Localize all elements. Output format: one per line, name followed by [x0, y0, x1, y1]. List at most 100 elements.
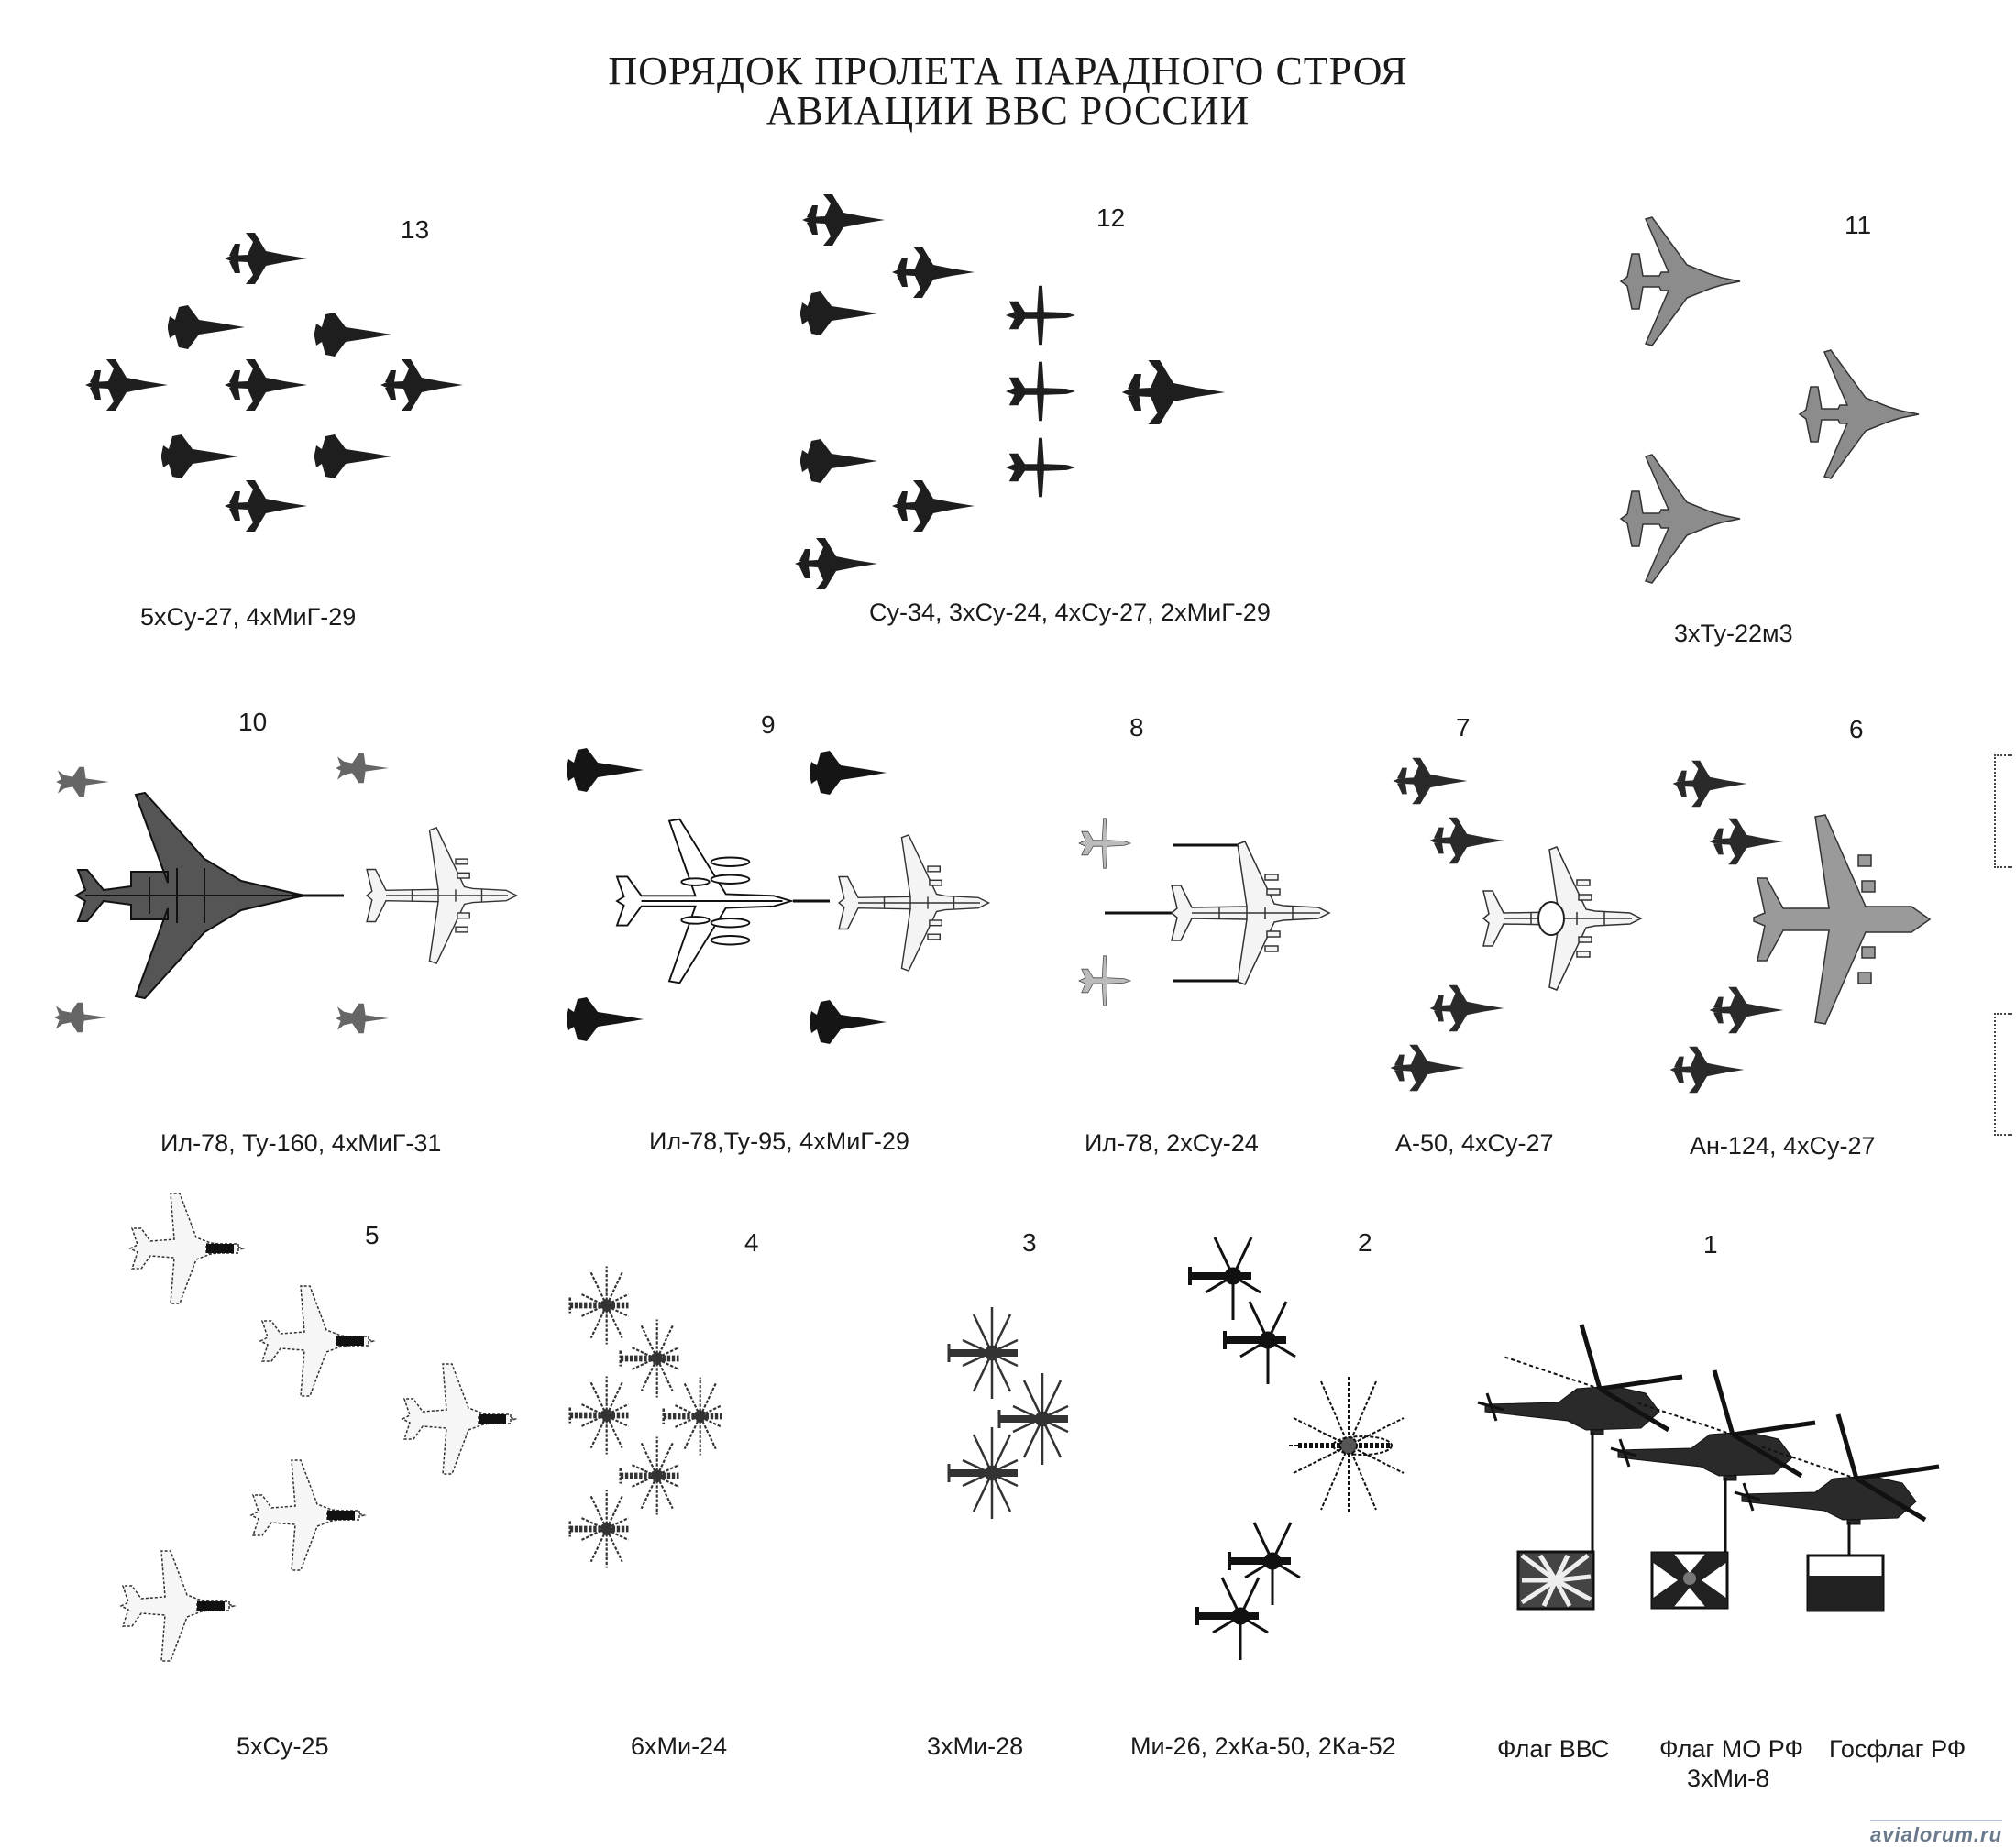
mig29-aircraft	[314, 313, 391, 357]
group-3-formation	[949, 1307, 1068, 1519]
tu160-aircraft	[75, 792, 306, 999]
group-1-caption-vvs-flag: Флаг ВВС	[1497, 1735, 1610, 1763]
mig31-aircraft	[336, 753, 389, 784]
su34-aircraft	[1121, 360, 1226, 424]
su27-aircraft	[1429, 817, 1504, 864]
page-title-line1: ПОРЯДОК ПРОЛЕТА ПАРАДНОГО СТРОЯ	[608, 49, 1408, 93]
su27-aircraft	[1669, 1046, 1745, 1094]
group-8-caption: Ил-78, 2хСу-24	[1085, 1129, 1259, 1157]
mo-flag	[1650, 1551, 1729, 1610]
mi24-helicopter	[570, 1377, 629, 1455]
il78-aircraft	[1171, 841, 1330, 985]
su27-aircraft	[85, 359, 168, 411]
group-9-caption: Ил-78,Ту-95, 4хМиГ-29	[649, 1127, 909, 1155]
mig31-aircraft	[54, 1002, 107, 1033]
su24-aircraft	[1006, 437, 1075, 498]
mi24-helicopter	[621, 1437, 679, 1515]
group-10-caption: Ил-78, Ту-160, 4хМиГ-31	[160, 1129, 442, 1157]
group-13-caption: 5хСу-27, 4хМиГ-29	[140, 603, 357, 631]
group-1-number: 1	[1703, 1230, 1718, 1259]
mi8-helicopter	[1478, 1325, 1682, 1435]
mig29-aircraft	[314, 434, 391, 478]
group-6-formation	[1669, 760, 1931, 1094]
group-7-formation	[1390, 757, 1642, 1092]
margin-bracket-top	[1994, 754, 2012, 868]
group-9-formation	[567, 748, 990, 1044]
margin-bracket-bottom	[1994, 1013, 2012, 1136]
il78-aircraft	[838, 834, 990, 972]
group-1-caption-mo-flag: Флаг МО РФ	[1659, 1735, 1803, 1763]
group-3-caption: 3хМи-28	[927, 1732, 1024, 1760]
group-7-number: 7	[1456, 713, 1471, 742]
su27-aircraft	[1429, 984, 1504, 1032]
group-1-formation	[1478, 1325, 1939, 1612]
group-3-number: 3	[1022, 1228, 1037, 1257]
group-11-formation	[1620, 216, 1920, 584]
il78-aircraft	[366, 827, 518, 964]
mig29-aircraft	[810, 751, 887, 795]
su27-aircraft	[1393, 757, 1468, 805]
group-11-caption: 3хТу-22м3	[1674, 620, 1793, 647]
group-4-caption: 6хМи-24	[631, 1732, 728, 1760]
group-12-formation	[795, 194, 1226, 589]
su27-aircraft	[380, 359, 463, 411]
su27-aircraft	[892, 480, 975, 532]
vvs-flag	[1516, 1550, 1595, 1611]
group-1-caption-helicopters: 3хМи-8	[1687, 1765, 1770, 1792]
ka50-helicopter	[1197, 1578, 1268, 1660]
watermark: avialorum.ru	[1870, 1820, 2003, 1847]
mig29-aircraft	[800, 291, 877, 335]
group-1-caption-state-flag: Госфлаг РФ	[1829, 1735, 1966, 1763]
mi24-helicopter	[570, 1490, 629, 1568]
mi28-helicopter	[949, 1427, 1018, 1519]
group-13-formation	[85, 233, 463, 532]
mig29-aircraft	[567, 997, 644, 1041]
su27-aircraft	[1390, 1044, 1465, 1092]
group-12-number: 12	[1096, 203, 1126, 232]
page-title-line2: АВИАЦИИ ВВС РОССИИ	[766, 88, 1250, 133]
tu95-aircraft	[616, 818, 792, 984]
mig31-aircraft	[56, 766, 109, 797]
group-10-formation	[54, 753, 518, 1034]
tu22m3-aircraft	[1620, 216, 1741, 346]
state-flag	[1806, 1554, 1885, 1612]
ka52-helicopter	[1225, 1302, 1295, 1384]
mi28-helicopter	[999, 1373, 1068, 1465]
group-6-number: 6	[1849, 715, 1864, 743]
su27-aircraft	[795, 538, 877, 589]
a50-aircraft	[1482, 846, 1642, 991]
su25-aircraft	[402, 1363, 516, 1475]
mig29-aircraft	[800, 439, 877, 483]
ka52-helicopter	[1229, 1523, 1300, 1605]
su24-aircraft	[1078, 955, 1131, 1006]
mig29-aircraft	[810, 1000, 887, 1044]
group-6-caption: Ан-124, 4хСу-27	[1690, 1132, 1876, 1160]
su27-aircraft	[802, 194, 885, 246]
group-12-caption: Су-34, 3хСу-24, 4хСу-27, 2хМиГ-29	[869, 599, 1271, 626]
mi24-helicopter	[570, 1267, 629, 1345]
mig31-aircraft	[336, 1003, 389, 1034]
su27-aircraft	[225, 480, 307, 532]
an124-aircraft	[1753, 814, 1931, 1025]
su27-aircraft	[1672, 760, 1747, 808]
su25-aircraft	[259, 1285, 374, 1397]
group-10-number: 10	[238, 708, 268, 736]
group-2-caption: Ми-26, 2хКа-50, 2Ка-52	[1130, 1732, 1396, 1760]
su27-aircraft	[225, 359, 307, 411]
group-5-caption: 5хСу-25	[237, 1732, 329, 1760]
su27-aircraft	[225, 233, 307, 284]
mi26-helicopter	[1289, 1377, 1404, 1514]
su25-aircraft	[120, 1550, 235, 1662]
su27-aircraft	[1709, 986, 1784, 1034]
mi28-helicopter	[949, 1307, 1018, 1399]
group-2-number: 2	[1358, 1228, 1372, 1257]
group-13-number: 13	[401, 215, 430, 244]
su25-aircraft	[250, 1459, 365, 1571]
group-5-formation	[120, 1193, 516, 1662]
mi24-helicopter	[621, 1320, 679, 1398]
su24-aircraft	[1006, 285, 1075, 346]
group-2-formation	[1190, 1237, 1404, 1660]
tu22m3-aircraft	[1799, 349, 1920, 479]
group-5-number: 5	[365, 1221, 380, 1249]
